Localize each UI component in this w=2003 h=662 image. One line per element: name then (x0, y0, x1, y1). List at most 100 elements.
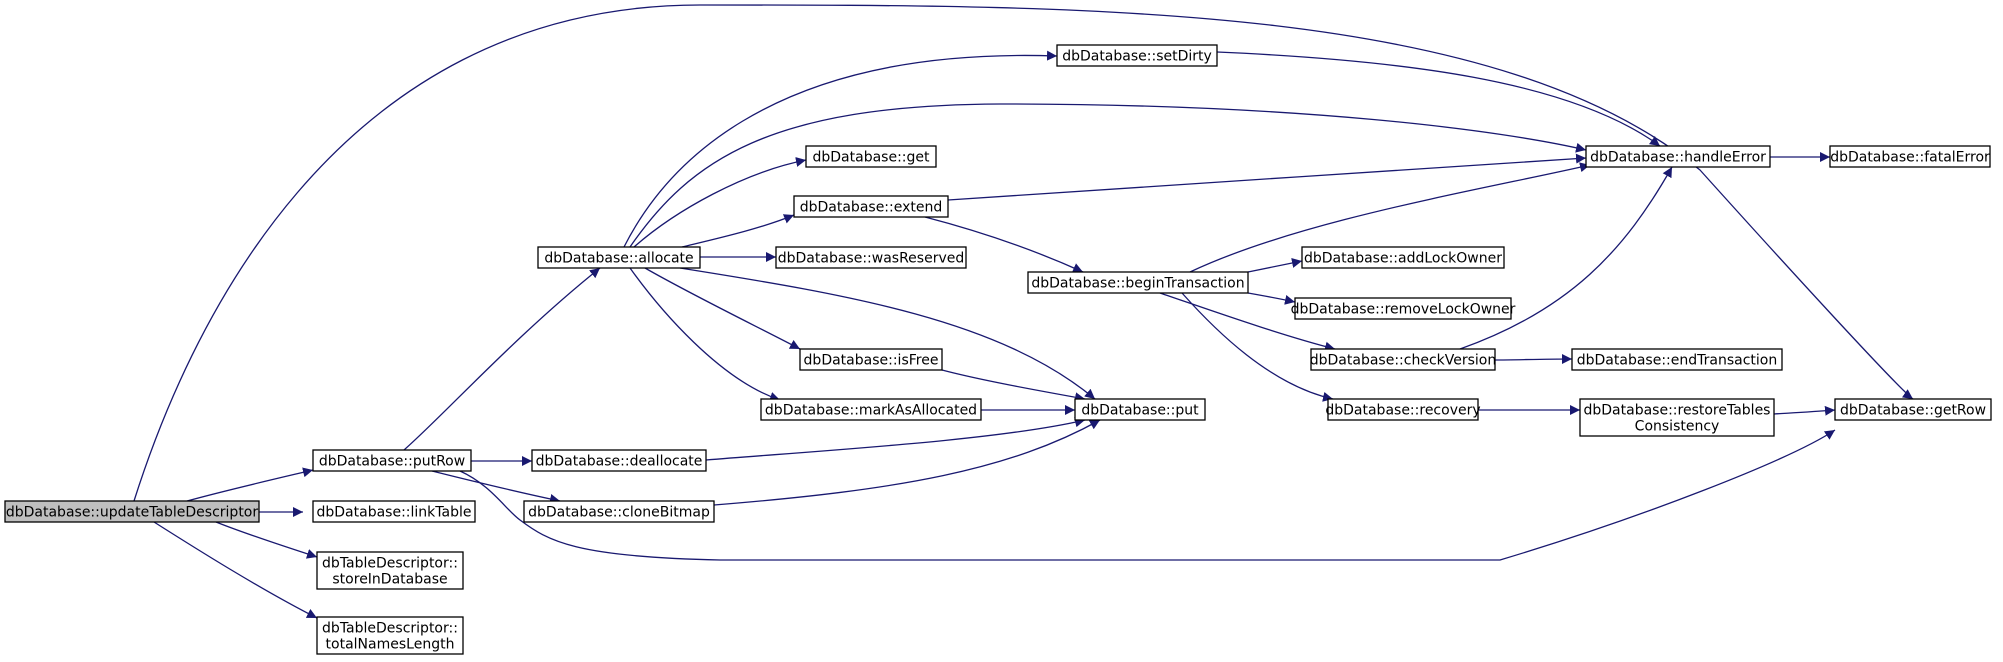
edge-allocate-to-set-dirty (623, 50, 1058, 248)
node-was-reserved[interactable]: dbDatabase::wasReserved (775, 246, 967, 269)
node-deallocate[interactable]: dbDatabase::deallocate (531, 449, 707, 472)
node-box (775, 246, 967, 269)
node-label: dbDatabase::addLockOwner (1304, 251, 1502, 267)
node-get-row[interactable]: dbDatabase::getRow (1834, 398, 1992, 421)
node-label: dbDatabase::put (1081, 403, 1199, 419)
node-label: dbTableDescriptor:: (322, 556, 458, 572)
edge-check-version-to-handle-error (1459, 166, 1673, 350)
node-label: dbDatabase::putRow (319, 454, 465, 470)
node-put-row[interactable]: dbDatabase::putRow (312, 449, 472, 472)
edges-layer (133, 4, 1914, 619)
node-box (1829, 145, 1991, 168)
node-box (1294, 297, 1512, 320)
node-box (1834, 398, 1992, 421)
node-get[interactable]: dbDatabase::get (805, 145, 937, 168)
node-box (312, 500, 476, 523)
edge-put-row-to-allocate (403, 267, 601, 451)
node-label: dbDatabase::isFree (804, 353, 939, 369)
node-label: dbTableDescriptor:: (322, 621, 458, 637)
node-box (1301, 246, 1505, 269)
node-box (793, 195, 949, 218)
nodes-layer: dbDatabase::updateTableDescriptor dbDatab… (4, 44, 1992, 655)
edge-update-table-descriptor-to-total-names-length (153, 521, 318, 619)
node-label: dbDatabase::getRow (1840, 403, 1986, 419)
node-end-transaction[interactable]: dbDatabase::endTransaction (1571, 348, 1783, 371)
node-fatal-error[interactable]: dbDatabase::fatalError (1829, 145, 1991, 168)
node-box (4, 500, 260, 523)
node-label: dbDatabase::cloneBitmap (528, 505, 710, 521)
node-box (316, 551, 464, 590)
edge-allocate-to-get (633, 157, 807, 248)
node-link-table[interactable]: dbDatabase::linkTable (312, 500, 476, 523)
node-clone-bitmap[interactable]: dbDatabase::cloneBitmap (523, 500, 715, 523)
node-label: dbDatabase::restoreTables (1584, 403, 1771, 419)
node-mark-as-allocated[interactable]: dbDatabase::markAsAllocated (760, 398, 982, 421)
edge-begin-transaction-to-add-lock-owner (1247, 258, 1303, 273)
node-handle-error[interactable]: dbDatabase::handleError (1585, 145, 1771, 168)
node-update-table-descriptor[interactable]: dbDatabase::updateTableDescriptor (4, 500, 260, 523)
node-box (1571, 348, 1783, 371)
node-label: dbDatabase::removeLockOwner (1291, 302, 1516, 318)
node-label: dbDatabase::wasReserved (778, 251, 965, 267)
edge-clone-bitmap-to-put (713, 419, 1101, 506)
node-label: dbDatabase::extend (800, 200, 943, 216)
node-box (312, 449, 472, 472)
node-label: dbDatabase::recovery (1325, 403, 1480, 419)
node-box (1327, 398, 1479, 421)
edge-extend-to-handle-error (947, 153, 1587, 201)
edge-deallocate-to-put (705, 417, 1086, 461)
node-label: dbDatabase::beginTransaction (1031, 276, 1244, 292)
node-label: dbDatabase::handleError (1590, 150, 1766, 166)
node-box (1074, 398, 1206, 421)
edge-begin-transaction-to-remove-lock-owner (1247, 292, 1296, 305)
node-box (531, 449, 707, 472)
node-label: dbDatabase::updateTableDescriptor (6, 505, 259, 521)
node-label: dbDatabase::get (813, 150, 931, 166)
node-label: storeInDatabase (332, 572, 447, 588)
node-box (316, 616, 464, 655)
edge-set-dirty-to-handle-error (1216, 51, 1661, 147)
edge-update-table-descriptor-to-get-row (133, 4, 1914, 502)
node-is-free[interactable]: dbDatabase::isFree (799, 348, 943, 371)
node-box (537, 246, 701, 269)
node-total-names-length[interactable]: dbTableDescriptor::totalNamesLength (316, 616, 464, 655)
node-put[interactable]: dbDatabase::put (1074, 398, 1206, 421)
edge-put-row-to-get-row (459, 429, 1836, 561)
node-label: dbDatabase::deallocate (536, 454, 703, 470)
node-label: dbDatabase::fatalError (1830, 150, 1990, 166)
edge-begin-transaction-to-recovery (1181, 292, 1334, 402)
node-label: dbDatabase::linkTable (317, 505, 472, 521)
node-box (805, 145, 937, 168)
node-set-dirty[interactable]: dbDatabase::setDirty (1056, 44, 1218, 67)
edge-update-table-descriptor-to-put-row (186, 467, 314, 502)
edge-allocate-to-put (679, 267, 1096, 400)
node-box (523, 500, 715, 523)
node-label: Consistency (1635, 419, 1720, 435)
edge-check-version-to-end-transaction (1494, 354, 1573, 365)
edge-extend-to-begin-transaction (924, 216, 1084, 273)
node-allocate[interactable]: dbDatabase::allocate (537, 246, 701, 269)
node-label: dbDatabase::endTransaction (1577, 353, 1777, 369)
node-begin-transaction[interactable]: dbDatabase::beginTransaction (1027, 271, 1249, 294)
edge-is-free-to-put (941, 369, 1086, 403)
node-recovery[interactable]: dbDatabase::recovery (1325, 398, 1481, 421)
edge-allocate-to-extend (681, 214, 795, 248)
node-add-lock-owner[interactable]: dbDatabase::addLockOwner (1301, 246, 1505, 269)
node-check-version[interactable]: dbDatabase::checkVersion (1310, 348, 1496, 371)
node-label: dbDatabase::allocate (544, 251, 693, 267)
node-label: totalNamesLength (326, 637, 455, 653)
node-remove-lock-owner[interactable]: dbDatabase::removeLockOwner (1291, 297, 1516, 320)
node-box (1310, 348, 1496, 371)
edge-allocate-to-is-free (644, 267, 801, 350)
edge-allocate-to-mark-as-allocated (629, 267, 781, 402)
node-box (1056, 44, 1218, 67)
node-extend[interactable]: dbDatabase::extend (793, 195, 949, 218)
node-label: dbDatabase::checkVersion (1310, 353, 1496, 369)
node-box (799, 348, 943, 371)
node-label: dbDatabase::markAsAllocated (765, 403, 977, 419)
node-store-in-database[interactable]: dbTableDescriptor::storeInDatabase (316, 551, 464, 590)
node-box (1585, 145, 1771, 168)
node-box (1027, 271, 1249, 294)
